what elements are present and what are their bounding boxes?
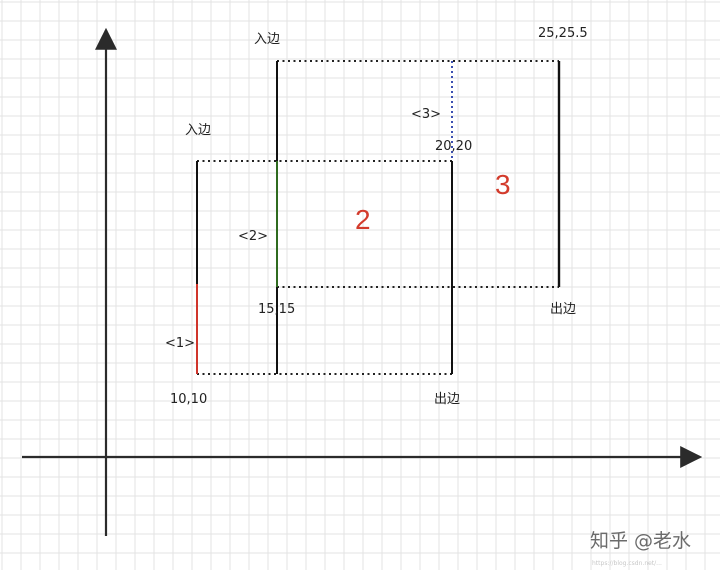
label-coord-15-15: 15,15: [258, 302, 295, 317]
watermark-url: https://blog.csdn.net/...: [592, 560, 662, 567]
label-edge-2: <2>: [238, 229, 268, 244]
label-rect-3: 3: [495, 169, 511, 200]
label-out-edge-right: 出边: [550, 302, 576, 317]
label-edge-3: <3>: [411, 107, 441, 122]
label-edge-1: <1>: [165, 336, 195, 351]
label-coord-10-10: 10,10: [170, 392, 207, 407]
label-coord-25-25-5: 25,25.5: [538, 26, 588, 41]
label-in-edge-left: 入边: [185, 123, 211, 138]
label-out-edge-bottom: 出边: [434, 392, 460, 407]
label-in-edge-top: 入边: [254, 32, 280, 47]
watermark-zhihu: 知乎 @老水: [590, 530, 691, 552]
label-coord-20-20: 20,20: [435, 139, 472, 154]
label-rect-2: 2: [355, 204, 371, 235]
